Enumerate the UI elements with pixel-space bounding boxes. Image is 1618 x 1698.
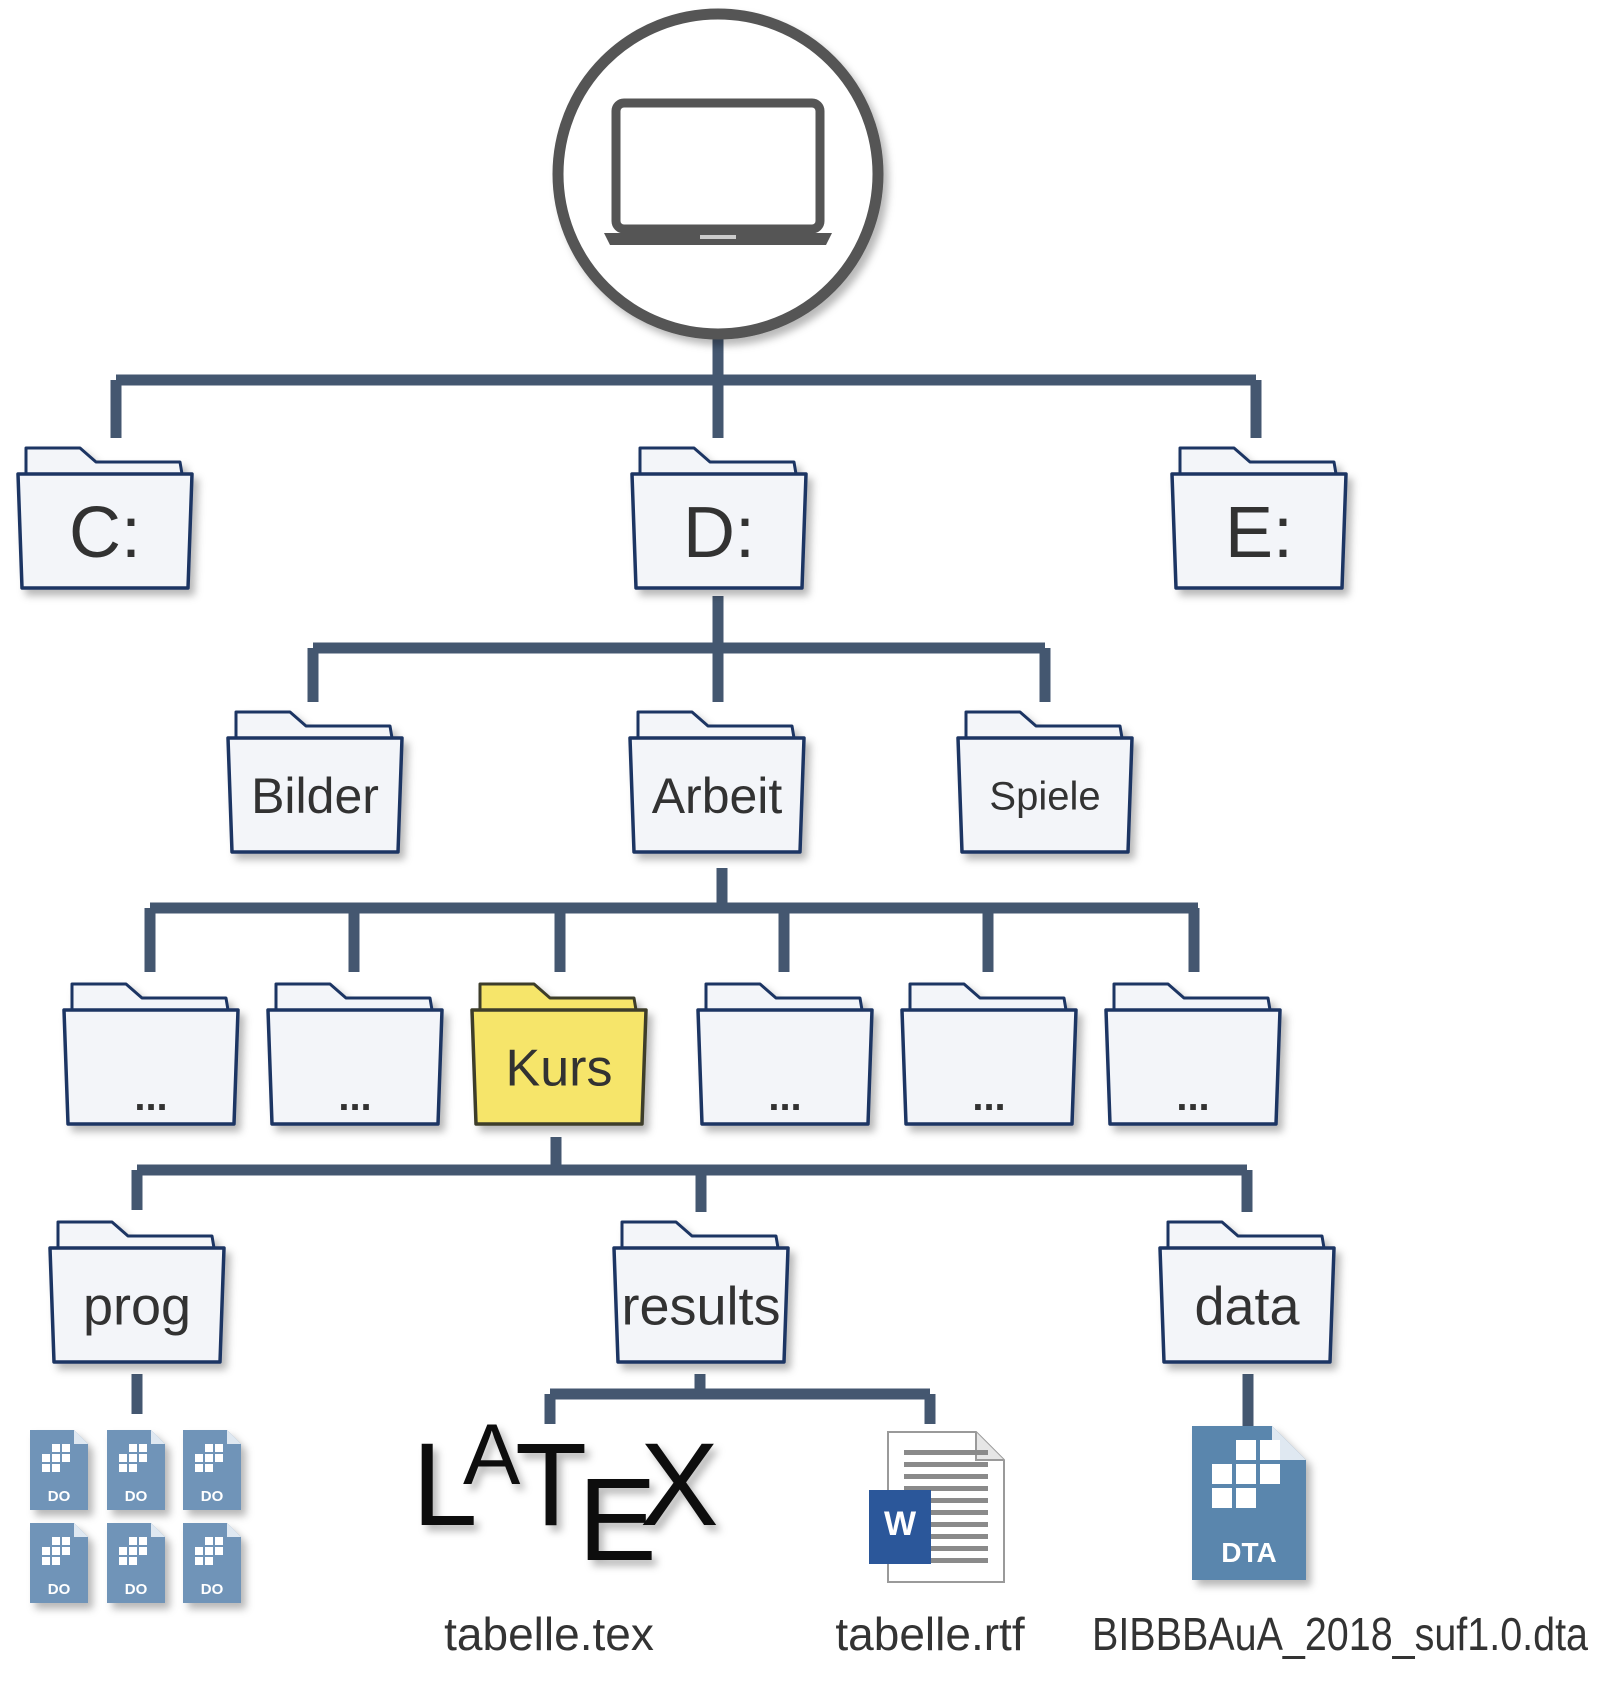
stata-dta-file-icon: DTA bbox=[1192, 1426, 1306, 1580]
file-name-tex[interactable]: tabelle.tex bbox=[444, 1608, 654, 1660]
folder-drive-d[interactable]: D: bbox=[630, 446, 808, 590]
folder-drive-c[interactable]: C: bbox=[16, 446, 194, 590]
folder-drive-d-label: D: bbox=[683, 493, 755, 573]
stata-do-file-icon[interactable]: DO bbox=[107, 1523, 165, 1603]
folder-spiele[interactable]: Spiele bbox=[956, 710, 1134, 854]
folder-placeholder-5[interactable]: ... bbox=[900, 982, 1078, 1126]
do-badge: DO bbox=[125, 1581, 148, 1598]
stata-do-file-icon[interactable]: DO bbox=[183, 1430, 241, 1510]
folder-drive-e[interactable]: E: bbox=[1170, 446, 1348, 590]
folder-arbeit[interactable]: Arbeit bbox=[628, 710, 806, 854]
svg-text:E: E bbox=[578, 1454, 657, 1586]
folder-results-label: results bbox=[621, 1276, 780, 1336]
word-document-icon: W bbox=[869, 1431, 1005, 1583]
prog-files-group: DO DO DO DO DO DO bbox=[30, 1430, 241, 1603]
do-badge: DO bbox=[48, 1488, 71, 1505]
latex-logo: L A T E X bbox=[412, 1407, 719, 1586]
folder-placeholder-4-label: ... bbox=[768, 1075, 801, 1119]
folder-prog[interactable]: prog bbox=[48, 1220, 226, 1364]
folder-placeholder-1[interactable]: ... bbox=[62, 982, 240, 1126]
folder-placeholder-4[interactable]: ... bbox=[696, 982, 874, 1126]
file-name-dta[interactable]: BIBBBAuA_2018_suf1.0.dta bbox=[1092, 1608, 1588, 1660]
svg-text:L: L bbox=[412, 1419, 478, 1551]
svg-text:A: A bbox=[463, 1407, 521, 1503]
folder-bilder-label: Bilder bbox=[251, 768, 379, 824]
do-badge: DO bbox=[201, 1488, 224, 1505]
do-badge: DO bbox=[48, 1581, 71, 1598]
folder-placeholder-6[interactable]: ... bbox=[1104, 982, 1282, 1126]
stata-do-file-icon[interactable]: DO bbox=[30, 1523, 88, 1603]
svg-text:T: T bbox=[515, 1419, 587, 1551]
folder-placeholder-1-label: ... bbox=[134, 1075, 167, 1119]
file-name-rtf[interactable]: tabelle.rtf bbox=[835, 1608, 1024, 1660]
computer-node[interactable] bbox=[552, 8, 884, 340]
folder-placeholder-5-label: ... bbox=[972, 1075, 1005, 1119]
dta-badge: DTA bbox=[1221, 1537, 1276, 1568]
stata-do-file-icon[interactable]: DO bbox=[30, 1430, 88, 1510]
word-badge: W bbox=[884, 1505, 917, 1543]
folder-data[interactable]: data bbox=[1158, 1220, 1336, 1364]
folder-placeholder-2[interactable]: ... bbox=[266, 982, 444, 1126]
folder-arbeit-label: Arbeit bbox=[652, 768, 783, 824]
do-badge: DO bbox=[125, 1488, 148, 1505]
folder-kurs[interactable]: Kurs bbox=[470, 982, 648, 1126]
folder-drive-e-label: E: bbox=[1225, 493, 1293, 573]
svg-text:X: X bbox=[640, 1419, 719, 1551]
folder-prog-label: prog bbox=[83, 1276, 191, 1336]
tree-connectors bbox=[110, 334, 1262, 1426]
folder-results[interactable]: results bbox=[612, 1220, 790, 1364]
do-badge: DO bbox=[201, 1581, 224, 1598]
laptop-icon bbox=[604, 98, 832, 245]
folder-drive-c-label: C: bbox=[69, 493, 141, 573]
stata-do-file-icon[interactable]: DO bbox=[107, 1430, 165, 1510]
folder-kurs-label: Kurs bbox=[506, 1040, 613, 1098]
folder-spiele-label: Spiele bbox=[989, 774, 1100, 818]
folder-data-label: data bbox=[1194, 1276, 1300, 1336]
folder-placeholder-2-label: ... bbox=[338, 1075, 371, 1119]
folder-placeholder-6-label: ... bbox=[1176, 1075, 1209, 1119]
folder-bilder[interactable]: Bilder bbox=[226, 710, 404, 854]
stata-do-file-icon[interactable]: DO bbox=[183, 1523, 241, 1603]
